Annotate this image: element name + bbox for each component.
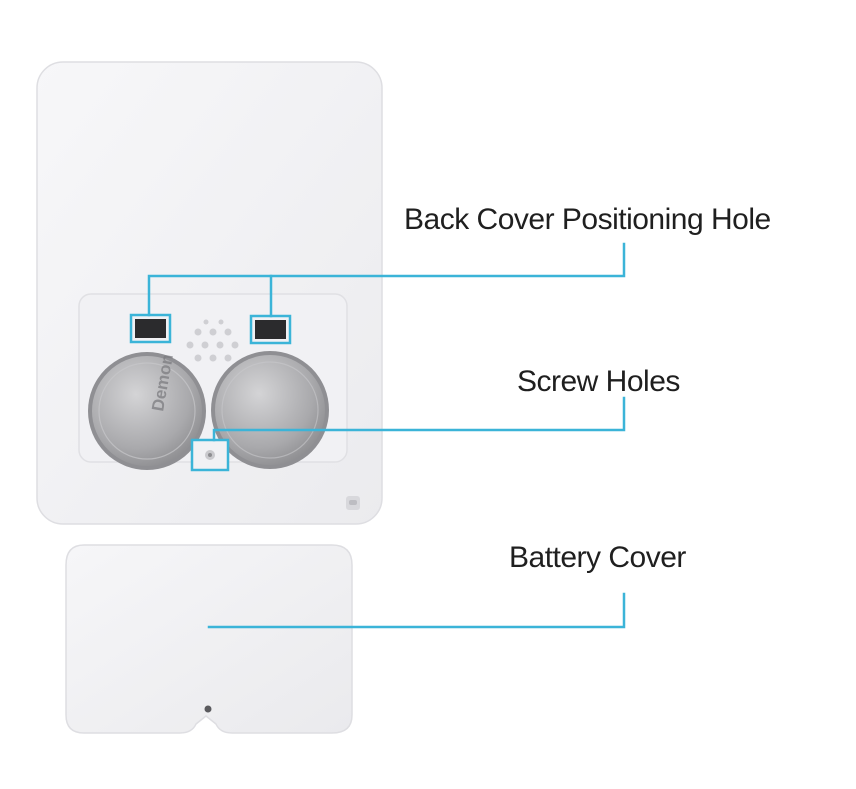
callout-back-cover xyxy=(147,242,626,317)
coin-cell-left: Demon xyxy=(88,352,206,470)
label-back-cover-positioning-hole: Back Cover Positioning Hole xyxy=(404,203,771,236)
cover-screw-hole xyxy=(204,705,212,713)
label-battery-cover: Battery Cover xyxy=(509,541,686,574)
speaker-grille xyxy=(186,319,239,362)
battery-cover-piece xyxy=(65,544,353,734)
positioning-hole-right xyxy=(249,314,292,345)
callout-battery-cover xyxy=(207,592,626,629)
callout-lines xyxy=(147,242,626,629)
callout-screw-holes xyxy=(212,396,626,442)
positioning-hole-left xyxy=(129,313,172,344)
screw-hole xyxy=(190,438,230,472)
coin-cell-right xyxy=(211,351,329,469)
label-screw-holes: Screw Holes xyxy=(517,365,680,398)
